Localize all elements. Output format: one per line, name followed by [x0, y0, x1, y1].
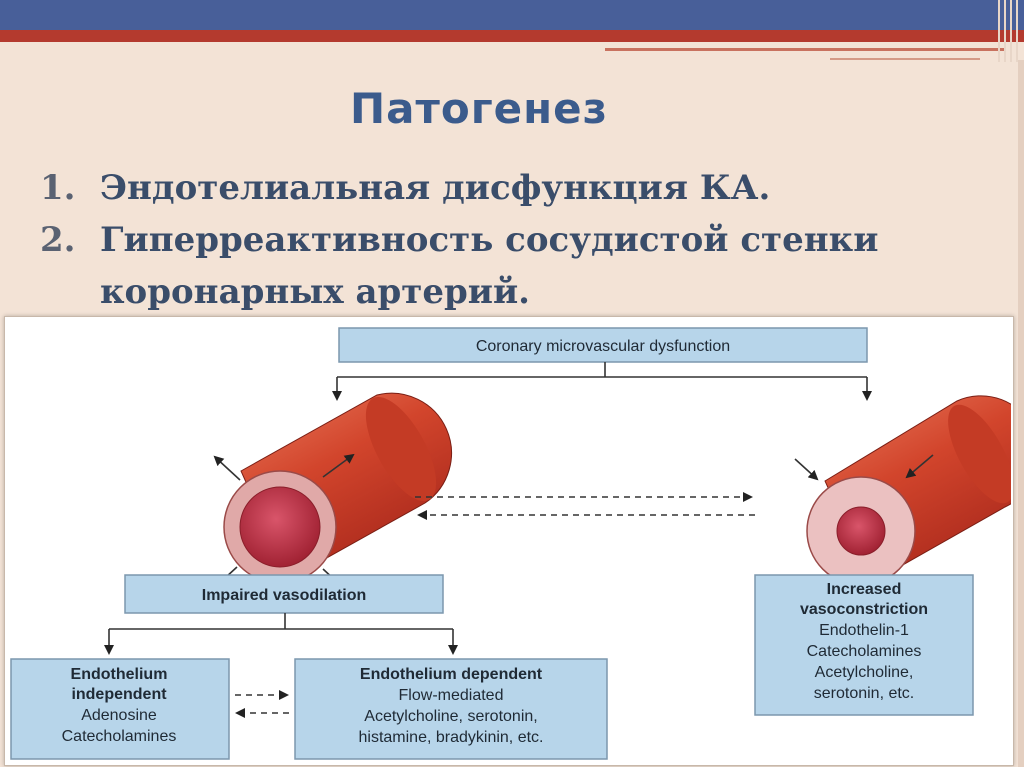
header-red-band: [0, 30, 1024, 42]
constriction-title-line2: vasoconstriction: [800, 601, 928, 618]
constriction-item: Catecholamines: [807, 643, 922, 660]
constricted-vessel-icon: [794, 395, 1011, 610]
endothelium-dependent-box: [294, 658, 608, 760]
top-box: [338, 327, 868, 363]
independent-title-line2: independent: [71, 686, 167, 703]
dilated-vessel-icon: [211, 392, 452, 596]
list-item: 1. Эндотелиальная дисфункция КА.: [40, 162, 1000, 214]
list-text: Гиперреактивность сосудистой стенки коро…: [100, 220, 879, 312]
endothelium-independent-box: [10, 658, 230, 760]
header-accent-line: [605, 48, 1005, 51]
constriction-title-line1: Increased: [827, 581, 902, 598]
list-text: Эндотелиальная дисфункция КА.: [100, 168, 771, 208]
diagram-figure: Coronary microvascular dysfunction Impai…: [4, 316, 1014, 766]
independent-item: Catecholamines: [62, 728, 177, 745]
list-number: 1.: [40, 168, 76, 208]
top-box-label: Coronary microvascular dysfunction: [476, 338, 730, 355]
increased-vasoconstriction-box: [754, 574, 974, 716]
right-edge-shadow: [1018, 60, 1024, 767]
corner-stripes: [994, 0, 1024, 62]
diagram-svg: Coronary microvascular dysfunction Impai…: [10, 327, 1011, 760]
independent-title-line1: Endothelium: [71, 666, 168, 683]
dependent-item: Acetylcholine, serotonin,: [364, 708, 537, 725]
dependent-item: histamine, bradykinin, etc.: [359, 729, 544, 746]
constriction-item: Endothelin-1: [819, 622, 909, 639]
constriction-item: Acetylcholine,: [815, 664, 914, 681]
list-number: 2.: [40, 220, 76, 260]
header-accent-line-short: [830, 58, 980, 60]
list-item: 2. Гиперреактивность сосудистой стенки к…: [40, 214, 1000, 318]
bullet-list: 1. Эндотелиальная дисфункция КА. 2. Гипе…: [40, 162, 1000, 318]
dependent-item: Flow-mediated: [399, 687, 504, 704]
impaired-vasodilation-box: [124, 574, 444, 614]
dependent-title: Endothelium dependent: [360, 666, 543, 683]
slide-title: Патогенез: [350, 84, 609, 133]
independent-item: Adenosine: [81, 707, 157, 724]
header-blue-band: [0, 0, 1024, 30]
impaired-vasodilation-label: Impaired vasodilation: [202, 587, 366, 604]
constriction-item: serotonin, etc.: [814, 685, 915, 702]
